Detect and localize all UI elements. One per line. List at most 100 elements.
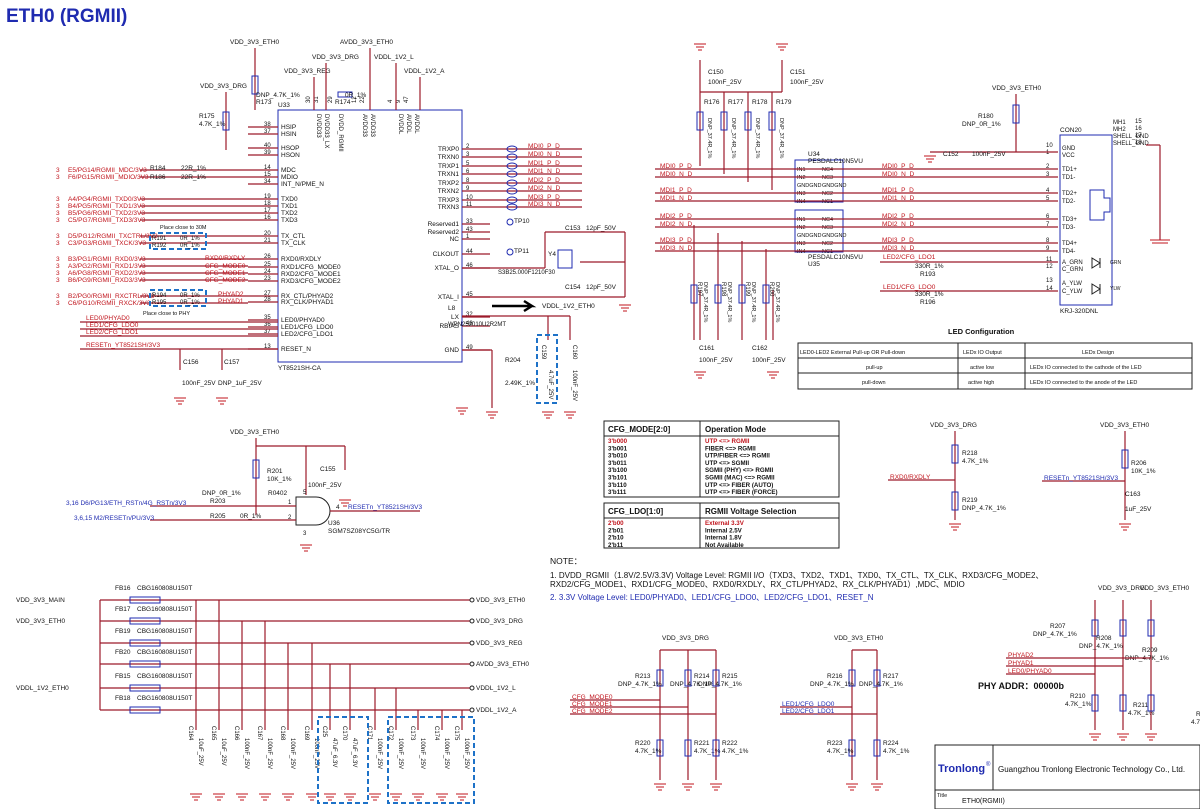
esd-pin-left: GNDGND	[797, 183, 821, 189]
shell-gnd-b: SHELL_GND	[1113, 141, 1149, 147]
host-net-prefix: 3	[56, 263, 60, 270]
net-vdd-3v3-eth0-a: VDD_3V3_ETH0	[230, 39, 280, 46]
u33-right-pin-name: TRXP1	[438, 163, 459, 170]
u33-right-pin-name: XTAL_I	[438, 294, 459, 301]
esd-res-bot-ref: R198	[720, 282, 726, 297]
led-config-h1: LED0-LED2 External Pull-up OR Pull-down	[800, 350, 905, 356]
mdi-net-label-esd: MDI2_P_D	[660, 213, 692, 220]
strap-bot-ref: R220	[635, 740, 651, 747]
esd-pin-right: NC1	[822, 199, 833, 205]
cfg-ldo-straps: VDD_3V3_ETH0R216DNP_4.7K_1%R2234.7K_1%R2…	[780, 635, 910, 791]
esd-resistor	[744, 111, 752, 131]
decap-value: 100nF_25V	[443, 738, 449, 769]
con20-pin-num: 13	[1046, 278, 1053, 284]
cfg-mode-code: 3'b101	[608, 475, 628, 482]
strap-net-label: CFG_MODE2	[572, 708, 613, 715]
esd-res-bot-ref: R200	[768, 282, 774, 297]
c156-ref: C156	[183, 359, 199, 366]
led-grn-label: GRN	[1110, 260, 1122, 266]
r191-value: 0R_1%	[180, 236, 200, 242]
ferrite-part: CBG160808U150T	[137, 585, 192, 592]
r201-value: 10K_1%	[267, 476, 292, 483]
u33-left-pin-num: 34	[264, 179, 271, 185]
c163-value: 1uF_25V	[1125, 506, 1152, 513]
u33-right-pin-num: 10	[466, 195, 473, 201]
title-block: Tronlong ® Guangzhou Tronlong Electronic…	[934, 744, 1200, 809]
con20-pin-name: TD1+	[1062, 167, 1077, 173]
con20-pin-name: VCC	[1062, 153, 1075, 159]
u33-left-pin-name: LED0/PHYAD0	[281, 317, 325, 324]
diff-pair-marker	[506, 170, 518, 178]
u33-top-pin-name: AVDDL	[413, 114, 419, 134]
net-rxd0-rxdly: RXD0/RXDLY	[205, 255, 246, 262]
u33-right-pin-num: 33	[466, 219, 473, 225]
decap-value: 100nF_25V	[376, 738, 382, 769]
decap-ref: C166	[233, 726, 239, 741]
r218-ref: R218	[962, 450, 978, 457]
u36-pin-1: 1	[288, 500, 292, 506]
r195-ref: R195	[152, 300, 167, 306]
decap-section: C16410uF_25VC16510uF_25VC166100nF_25VC16…	[187, 600, 469, 801]
phy-addr-straps: VDD_3V3_DRGVDD_3V3_ETH0R207DNP_4.7K_1%R2…	[1006, 585, 1200, 741]
esd-pin-right: NC1	[822, 249, 833, 255]
host-net-label: B5/PG6/RGMII_TXD2/3V3	[68, 210, 145, 217]
u33-left-pin-name: LED1/CFG_LDO0	[281, 324, 334, 331]
decap-ref: C164	[187, 726, 193, 741]
phy-res-bot	[1147, 694, 1155, 712]
host-net-label: C3/PG3/RGMII_TXCK/3V3	[68, 240, 146, 247]
u33-right-pin-name: TRXN0	[438, 154, 460, 161]
decap-ref: C170	[341, 726, 347, 741]
diff-pair-marker	[506, 179, 518, 187]
decap-value: 100nF_25V	[289, 738, 295, 769]
net-port-icon	[469, 661, 475, 667]
net-phyad2: PHYAD2	[218, 291, 244, 298]
u33-right-pin-num: 46	[466, 263, 473, 269]
led-yellow-icon	[1091, 283, 1101, 295]
con20-pin-num: 1	[1046, 150, 1050, 156]
phy-top-value: DNP_4.7K_1%	[1079, 643, 1123, 650]
esd-res-bot-value: DNP_37.4R_1%	[726, 282, 732, 322]
ferrite-output: VDD_3V3_DRG	[476, 618, 523, 625]
y4-part: S3B25.000F1210F30	[498, 270, 556, 276]
strap-top-ref: R216	[827, 673, 843, 680]
led-config-r1c1: pull-up	[866, 365, 883, 371]
mdi-net-label-u33: MDI1_P_D	[528, 160, 560, 167]
u33-right-pin-name: TRXN3	[438, 204, 460, 211]
u33-left-pin-name: MDC	[281, 167, 296, 174]
con20-pin-num: 9	[1046, 246, 1050, 252]
and-gate-icon	[295, 496, 331, 526]
strap-bot-value: 4.7K_1%	[827, 748, 854, 755]
u33-left-pin-num: 24	[264, 269, 271, 275]
esd-pin-right: GNDGND	[822, 233, 846, 239]
r173-ref: R173	[256, 99, 272, 106]
c150-ref: C150	[708, 69, 724, 76]
phy-bot-ref: R210	[1070, 693, 1086, 700]
mdi-net-label-esd: MDI0_N_D	[660, 171, 692, 178]
cfg-mode-code: 3'b011	[608, 460, 627, 467]
u33-top-pin-name: DVDD33	[315, 114, 321, 138]
esd-pin-right: NC3	[822, 225, 833, 231]
ferrite-ref: FB19	[115, 628, 131, 635]
con20-pin-name: TD4-	[1062, 249, 1075, 255]
c163-ref: C163	[1125, 491, 1141, 498]
c157-ref: C157	[224, 359, 240, 366]
phy-top-ref: R207	[1050, 623, 1066, 630]
phy-res-top	[1091, 619, 1099, 637]
cfg-mode-desc: UTP <=> FIBER (AUTO)	[705, 482, 773, 489]
r206-ref: R206	[1131, 460, 1147, 467]
c155-ref: C155	[320, 466, 336, 473]
u33-top-pin-name: DVDDL	[397, 114, 403, 135]
r194-value: 0R_1%	[180, 293, 200, 299]
u33-right-pin-num: 8	[466, 178, 470, 184]
strap-res-bot	[848, 739, 856, 757]
phy-top-ref: R208	[1096, 635, 1112, 642]
u33-left-pin-num: 14	[264, 165, 271, 171]
c159-highlight	[536, 334, 558, 404]
mdi-net-label-esd: MDI1_P_D	[660, 187, 692, 194]
net-cfg-mode0: CFG_MODE0	[205, 263, 246, 270]
u33-right-pin-name: TRXP2	[438, 180, 459, 187]
esd-res-top-value: DNP_37.4R_1%	[778, 118, 784, 158]
esd-res-bot-value: DNP_37.4R_1%	[750, 282, 756, 322]
